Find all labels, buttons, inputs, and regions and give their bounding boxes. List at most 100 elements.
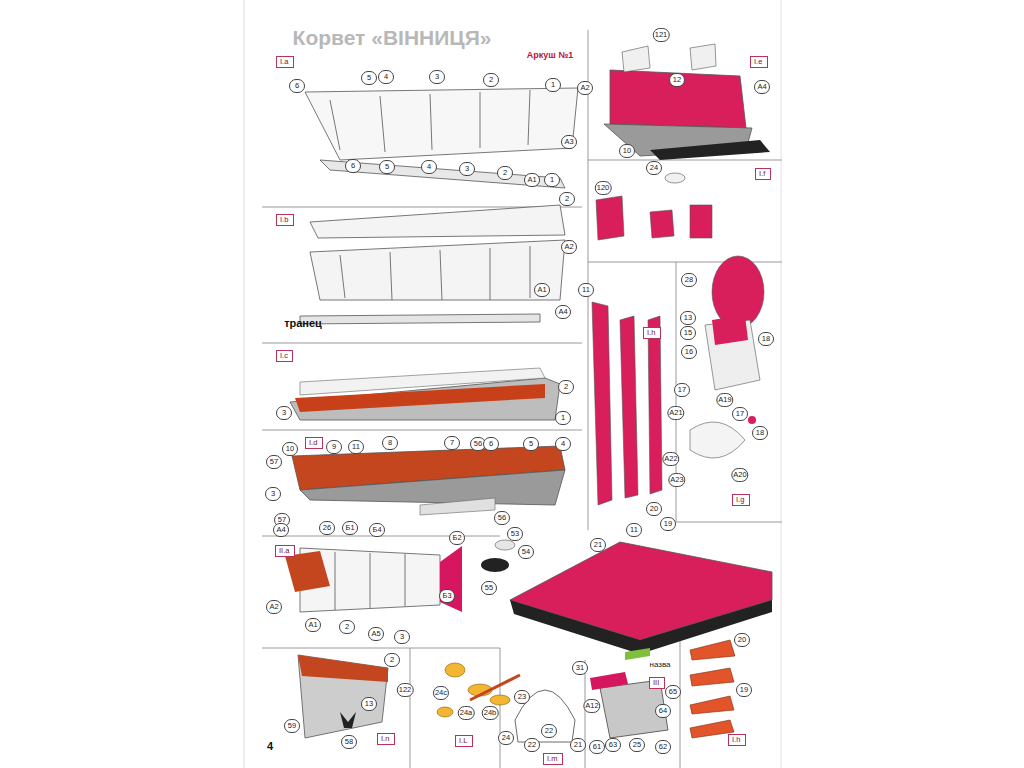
callout-number: 61 bbox=[589, 740, 605, 754]
page-title: Корвет «ВІННИЦЯ» bbox=[293, 26, 492, 50]
panel-tag: I.h bbox=[643, 327, 661, 339]
sheet-label: Аркуш №1 bbox=[527, 50, 574, 60]
panel-tag-text: I.d bbox=[309, 438, 317, 447]
callout-number: A4 bbox=[754, 80, 770, 94]
panel-tag: I.m bbox=[543, 753, 563, 765]
callout-number: A4 bbox=[555, 305, 571, 319]
callout-number: 5 bbox=[379, 160, 395, 174]
panel-tag: I.L bbox=[455, 735, 473, 747]
callout-number: 3 bbox=[394, 630, 410, 644]
panel-tag: I.a bbox=[276, 56, 294, 68]
callout-number: 3 bbox=[265, 487, 281, 501]
callout-number: 63 bbox=[605, 738, 621, 752]
callout-number: 13 bbox=[680, 311, 696, 325]
callout-number: A20 bbox=[731, 468, 748, 482]
callout-number: A3 bbox=[561, 135, 577, 149]
panel-tag-text: I.a bbox=[280, 57, 288, 66]
callout-number: 4 bbox=[378, 70, 394, 84]
callout-number: 1 bbox=[544, 173, 560, 187]
callout-number: 1 bbox=[545, 78, 561, 92]
callout-number: 11 bbox=[578, 283, 594, 297]
callout-number: 21 bbox=[570, 738, 586, 752]
panel-tag: I.h bbox=[728, 734, 746, 746]
panel-tag: I.g bbox=[732, 494, 750, 506]
callout-number: 7 bbox=[444, 436, 460, 450]
callout-number: 28 bbox=[681, 273, 697, 287]
callout-number: A23 bbox=[668, 473, 685, 487]
callout-number: 2 bbox=[558, 380, 574, 394]
callout-number: 6 bbox=[345, 159, 361, 173]
callout-number: A22 bbox=[662, 452, 679, 466]
panel-tag-text: I.e bbox=[754, 57, 762, 66]
panel-tag-text: I.f bbox=[759, 169, 765, 178]
callout-number: 31 bbox=[572, 661, 588, 675]
callout-number: A21 bbox=[667, 406, 684, 420]
callout-number: 10 bbox=[619, 144, 635, 158]
callout-number: 53 bbox=[507, 527, 523, 541]
callout-number: 19 bbox=[736, 683, 752, 697]
callout-number: 121 bbox=[653, 28, 670, 42]
panel-tag: II.a bbox=[275, 545, 295, 557]
callout-number: 54 bbox=[518, 545, 534, 559]
callout-number: 5 bbox=[523, 437, 539, 451]
callout-number: A1 bbox=[305, 618, 321, 632]
callout-number: 20 bbox=[646, 502, 662, 516]
callout-number: 10 bbox=[282, 442, 298, 456]
callout-number: 64 bbox=[655, 704, 671, 718]
callout-number: 22 bbox=[524, 738, 540, 752]
callout-number: A4 bbox=[273, 523, 289, 537]
callout-number: A1 bbox=[524, 173, 540, 187]
callout-number: 4 bbox=[421, 160, 437, 174]
callout-number: 24 bbox=[646, 161, 662, 175]
callout-number: Б2 bbox=[449, 531, 465, 545]
callout-number: 3 bbox=[459, 162, 475, 176]
panel-tag: I.f bbox=[755, 168, 771, 180]
callout-number: 9 bbox=[326, 440, 342, 454]
callout-number: A5 bbox=[368, 627, 384, 641]
callout-number: 59 bbox=[284, 719, 300, 733]
callout-number: 55 bbox=[481, 581, 497, 595]
callout-number: A19 bbox=[716, 393, 733, 407]
panel-tag: I.n bbox=[377, 733, 395, 745]
callout-number: Б3 bbox=[439, 589, 455, 603]
callout-number: 21 bbox=[590, 538, 606, 552]
panel-tag: III bbox=[649, 677, 665, 689]
callout-number: 8 bbox=[382, 436, 398, 450]
panel-tag: I.d bbox=[305, 437, 323, 449]
callout-number: 19 bbox=[660, 517, 676, 531]
callout-number: 24 bbox=[498, 731, 514, 745]
callout-number: 17 bbox=[732, 407, 748, 421]
callout-number: 24b bbox=[482, 706, 499, 720]
callout-number: 25 bbox=[629, 738, 645, 752]
callout-number: 4 bbox=[555, 437, 571, 451]
callout-number: 3 bbox=[429, 70, 445, 84]
callout-number: 56 bbox=[494, 511, 510, 525]
callout-number: 2 bbox=[497, 166, 513, 180]
callout-number: 6 bbox=[289, 79, 305, 93]
panel-tag-text: III bbox=[653, 678, 659, 687]
panel-tag-text: I.n bbox=[381, 734, 389, 743]
callout-number: 18 bbox=[758, 332, 774, 346]
panel-tag-text: I.L bbox=[459, 736, 467, 745]
page-label: 4 bbox=[267, 740, 273, 752]
panel-tag: I.c bbox=[276, 350, 293, 362]
callout-number: 22 bbox=[541, 724, 557, 738]
callout-number: 15 bbox=[680, 326, 696, 340]
callout-number: 62 bbox=[655, 740, 671, 754]
panel-tag-text: I.g bbox=[736, 495, 744, 504]
callout-number: 2 bbox=[339, 620, 355, 634]
callout-number: 13 bbox=[361, 697, 377, 711]
callout-number: A12 bbox=[583, 699, 600, 713]
callout-number: 20 bbox=[734, 633, 750, 647]
callout-number: 58 bbox=[341, 735, 357, 749]
callout-number: Б1 bbox=[342, 521, 358, 535]
callout-number: 16 bbox=[681, 345, 697, 359]
callout-number: 3 bbox=[276, 406, 292, 420]
panel-tag-text: II.a bbox=[279, 546, 289, 555]
part-label: назва bbox=[648, 660, 671, 669]
callout-number: 1 bbox=[555, 411, 571, 425]
page-label: транец bbox=[284, 317, 322, 329]
callout-number: A2 bbox=[266, 600, 282, 614]
